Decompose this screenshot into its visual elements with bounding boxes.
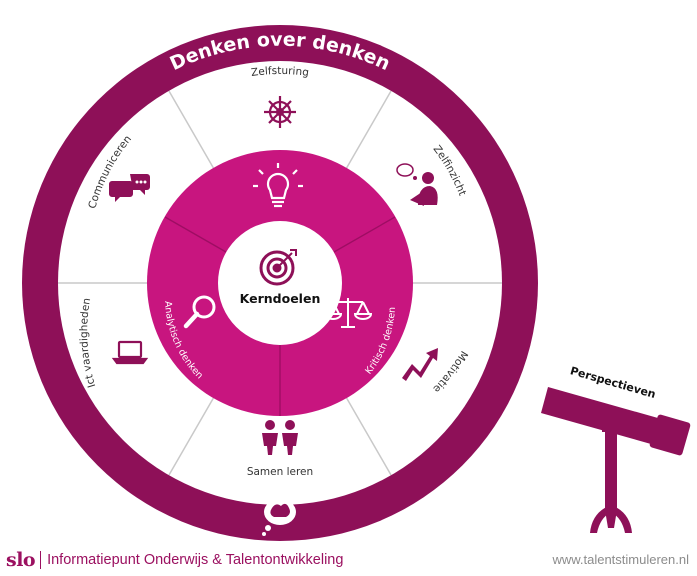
ship-wheel-icon [264, 96, 296, 128]
target-icon [259, 249, 297, 286]
divider-line [345, 90, 392, 170]
divider-line [168, 396, 215, 476]
scales-icon [323, 298, 373, 328]
outer-dividers [58, 90, 502, 476]
slo-logo: slo [6, 549, 36, 571]
footer-divider [40, 551, 42, 569]
divider-line [168, 90, 215, 170]
footer-organization: Informatiepunt Onderwijs & Talentontwikk… [47, 552, 344, 568]
label-samen-leren: Samen leren [247, 466, 313, 478]
brain-bubble-icon [262, 499, 296, 536]
two-people-icon [262, 420, 298, 455]
magnifier-icon [183, 295, 216, 329]
label-zelfsturing: Zelfsturing [250, 65, 309, 79]
telescope-icon [541, 387, 691, 533]
telescope-label: Perspectieven [569, 364, 657, 401]
divider-line [345, 396, 392, 476]
divider-line [333, 216, 396, 253]
rising-arrow-icon [402, 348, 438, 381]
divider-line [164, 216, 227, 253]
lightbulb-icon [253, 163, 303, 208]
laptop-icon [111, 340, 149, 365]
thinking-person-icon [396, 163, 438, 206]
speech-bubbles-icon [109, 174, 150, 202]
inner-dividers [164, 216, 396, 416]
center-label: Kerndoelen [240, 291, 321, 306]
label-creatief-denken: Creatief denken [240, 125, 319, 142]
footer-branding: slo Informatiepunt Onderwijs & Talentont… [6, 548, 343, 572]
footer-url[interactable]: www.talentstimuleren.nl [552, 552, 689, 567]
